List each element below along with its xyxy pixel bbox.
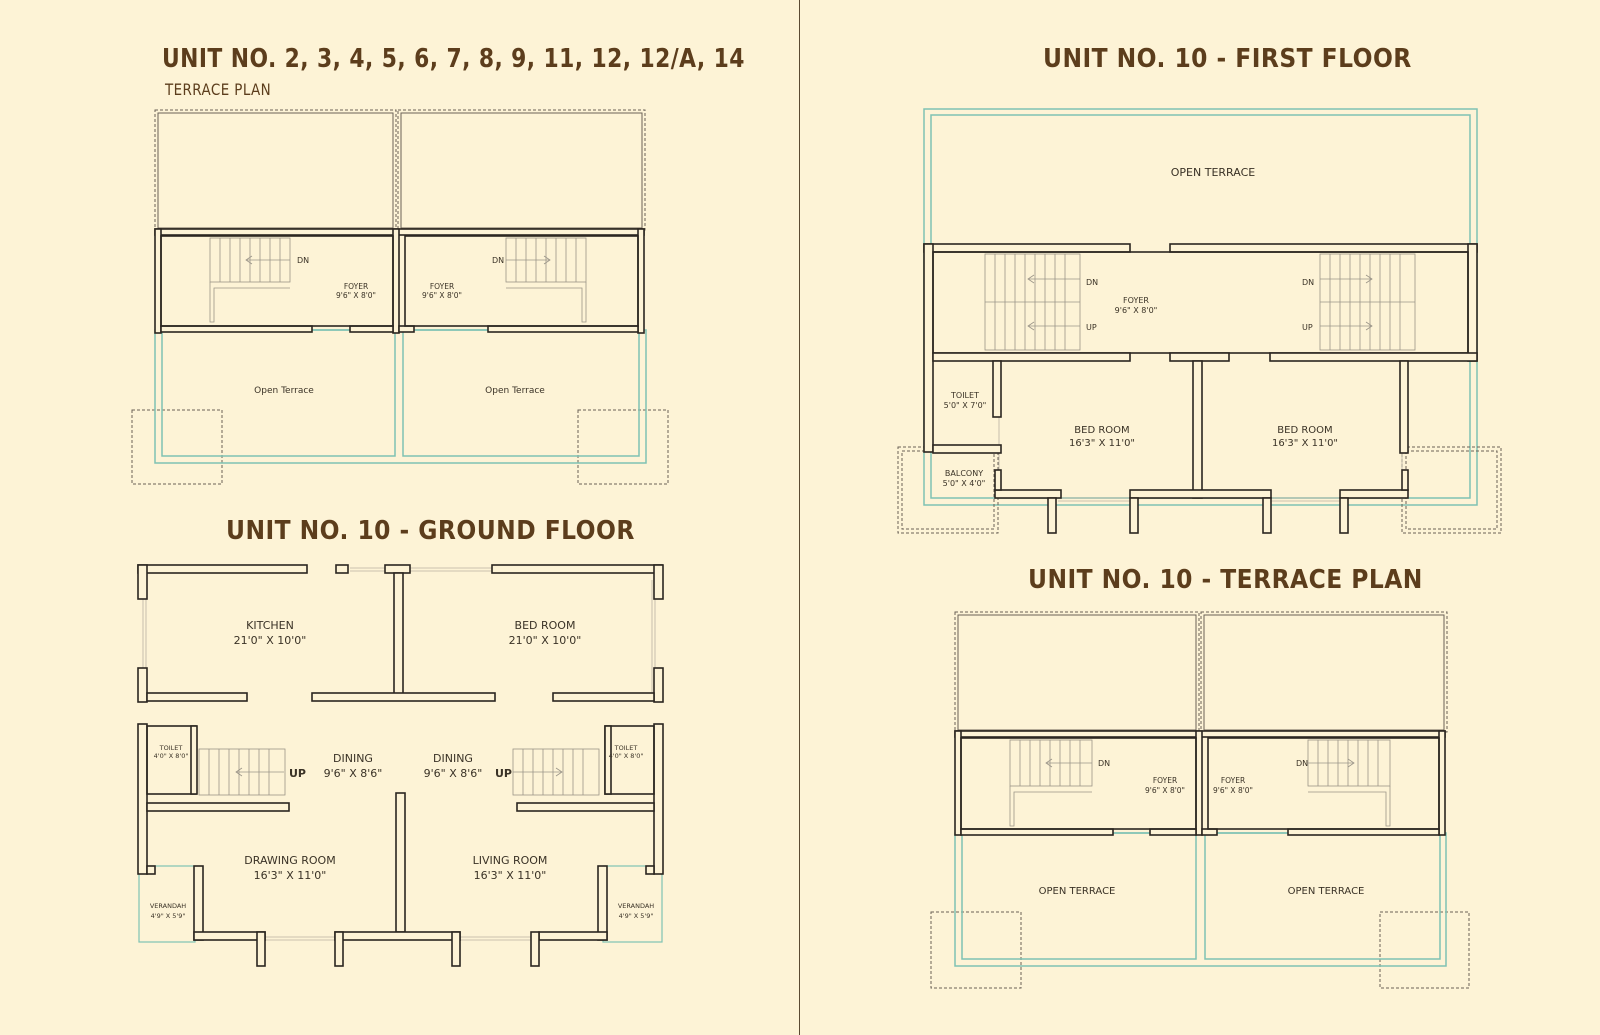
stair-dn-label: DN [1296,759,1308,768]
balcony-label: BALCONY [945,469,983,478]
terrace-plan-units: DN DN FOYER 9'6" X 8'0" FOYER 9'6" X 8'0… [131,109,669,485]
open-terrace-label: OPEN TERRACE [1171,166,1255,179]
bed-room-label: BED ROOM [515,619,576,632]
foyer-dim: 9'6" X 8'0" [422,291,462,300]
toilet-dim: 4'0" X 8'0" [609,752,644,760]
foyer-label: FOYER [1221,776,1245,785]
open-terrace-label: OPEN TERRACE [1288,886,1365,897]
stair-dn-label: DN [297,256,309,265]
dining-dim: 9'6" X 8'6" [324,767,383,780]
units-terrace-subtitle: TERRACE PLAN [165,80,272,99]
stair-up-label: UP [1302,323,1313,332]
foyer-label: FOYER [1153,776,1177,785]
foyer-label: FOYER [344,282,368,291]
stair-dn-label: DN [1086,278,1098,287]
unit10-terrace-title: UNIT NO. 10 - TERRACE PLAN [1028,565,1423,595]
drawing-room-label: DRAWING ROOM [244,854,335,867]
verandah-dim: 4'9" X 5'9" [151,912,186,920]
toilet-label: TOILET [614,744,638,752]
open-terrace-label: Open Terrace [485,386,545,396]
verandah-dim: 4'9" X 5'9" [619,912,654,920]
first-floor-plan: OPEN TERRACE DN UP DN UP FOYER 9'6" X 8'… [897,108,1502,534]
balcony-dim: 5'0" X 4'0" [943,479,986,488]
stair-up-label: UP [289,767,306,780]
stair-dn-label: DN [492,256,504,265]
stair-up-label: UP [1086,323,1097,332]
bed-room-dim: 21'0" X 10'0" [509,634,582,647]
foyer-dim: 9'6" X 8'0" [1145,786,1185,795]
open-terrace-label: OPEN TERRACE [1039,886,1116,897]
foyer-label: FOYER [430,282,454,291]
drawing-room-dim: 16'3" X 11'0" [254,869,327,882]
dining-label: DINING [433,752,473,765]
stair-dn-label: DN [1098,759,1110,768]
foyer-label: FOYER [1123,296,1149,305]
ground-floor-plan: KITCHEN 21'0" X 10'0" BED ROOM 21'0" X 1… [137,564,664,967]
units-terrace-title: UNIT NO. 2, 3, 4, 5, 6, 7, 8, 9, 11, 12,… [162,44,745,74]
stair-dn-label: DN [1302,278,1314,287]
living-room-dim: 16'3" X 11'0" [474,869,547,882]
bed-room-label: BED ROOM [1277,425,1332,436]
foyer-dim: 9'6" X 8'0" [1213,786,1253,795]
dining-dim: 9'6" X 8'6" [424,767,483,780]
verandah-label: VERANDAH [618,902,654,910]
toilet-label: TOILET [950,391,979,400]
kitchen-label: KITCHEN [246,619,294,632]
stair-up-label: UP [495,767,512,780]
terrace-plan-unit10: DN DN FOYER 9'6" X 8'0" FOYER 9'6" X 8'0… [930,611,1470,989]
living-room-label: LIVING ROOM [473,854,548,867]
unit10-first-title: UNIT NO. 10 - FIRST FLOOR [1043,44,1412,74]
bed-room-dim: 16'3" X 11'0" [1272,438,1338,449]
unit10-ground-title: UNIT NO. 10 - GROUND FLOOR [226,516,635,546]
dining-label: DINING [333,752,373,765]
bed-room-label: BED ROOM [1074,425,1129,436]
bed-room-dim: 16'3" X 11'0" [1069,438,1135,449]
toilet-dim: 4'0" X 8'0" [154,752,189,760]
toilet-dim: 5'0" X 7'0" [944,401,987,410]
foyer-dim: 9'6" X 8'0" [336,291,376,300]
open-terrace-label: Open Terrace [254,386,314,396]
verandah-label: VERANDAH [150,902,186,910]
foyer-dim: 9'6" X 8'0" [1115,306,1158,315]
page-divider [799,0,800,1035]
kitchen-dim: 21'0" X 10'0" [234,634,307,647]
toilet-label: TOILET [159,744,183,752]
